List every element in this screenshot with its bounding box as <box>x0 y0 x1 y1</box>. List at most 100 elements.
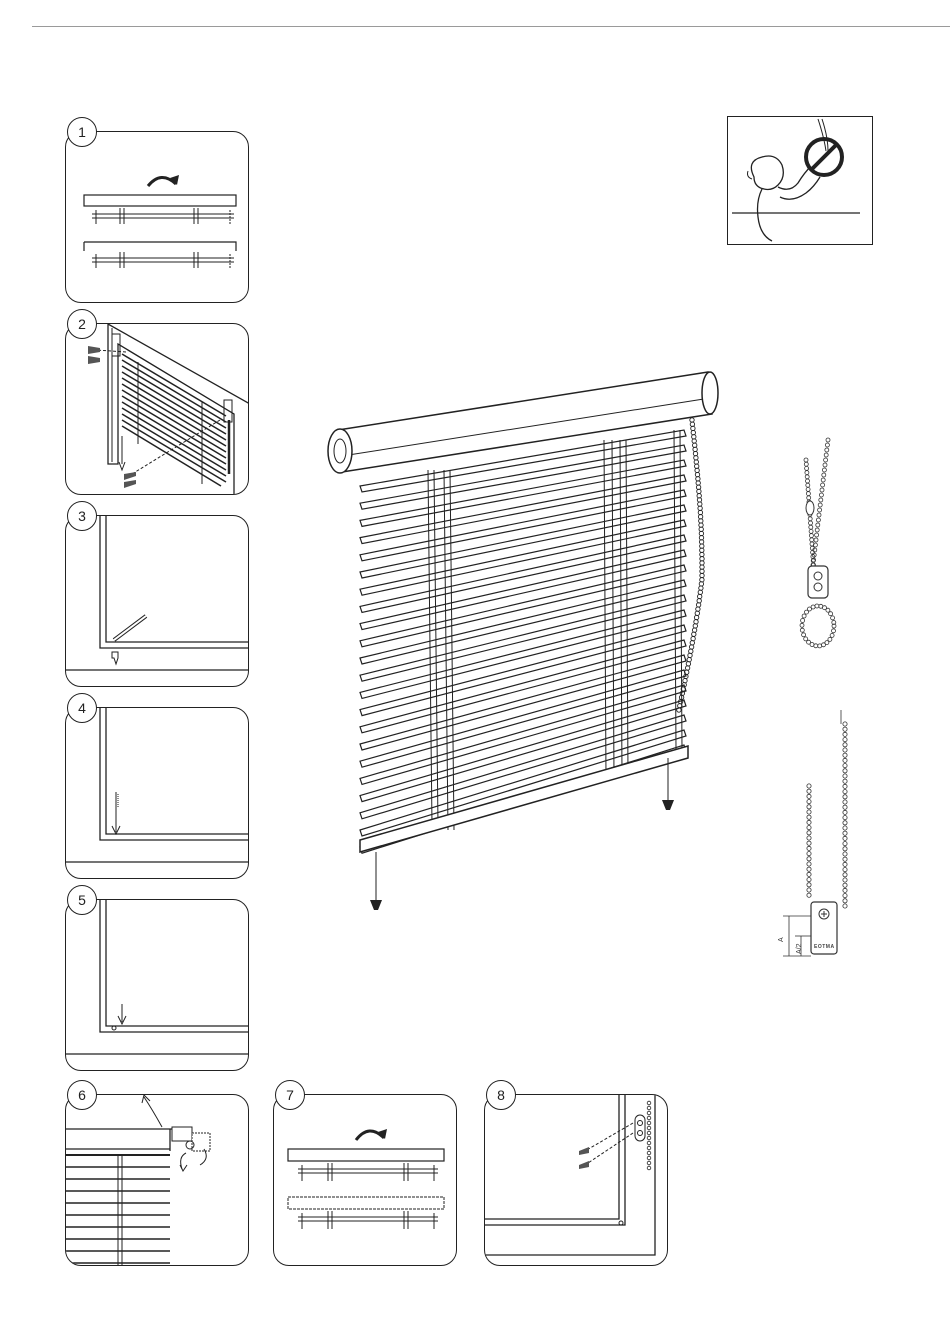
chain-bead <box>699 582 703 586</box>
chain-bead <box>696 481 700 485</box>
chain-bead <box>825 448 829 452</box>
chain-bead <box>832 629 836 633</box>
chain-bead <box>807 789 811 793</box>
chain-bead <box>807 852 811 856</box>
chain-bead <box>693 451 697 455</box>
chain-bead <box>843 826 847 830</box>
chain-bead <box>802 633 806 637</box>
chain-bead <box>807 841 811 845</box>
chain-bead <box>699 519 703 523</box>
chain-bead <box>807 893 811 897</box>
chain-bead <box>843 779 847 783</box>
chain-bead <box>843 784 847 788</box>
chain-bead <box>843 862 847 866</box>
chain-stopper-detail: ЕОТМА A A/2 <box>775 710 875 980</box>
chain-bead <box>814 644 818 648</box>
chain-bead <box>700 544 704 548</box>
chain-bead <box>807 784 811 788</box>
chain-bead <box>807 872 811 876</box>
chain-bead <box>700 548 704 552</box>
chain-bead <box>818 644 822 648</box>
chain-bead <box>695 464 699 468</box>
chain-bead <box>696 485 700 489</box>
chain-bead <box>807 810 811 814</box>
chain-bead <box>830 633 834 637</box>
chain-bead <box>843 743 847 747</box>
chain-bead <box>805 466 809 470</box>
chain-bead <box>819 498 823 502</box>
chain-bead <box>697 498 701 502</box>
top-rule <box>32 26 950 27</box>
chain-bead <box>811 605 815 609</box>
chain-bead <box>696 607 700 611</box>
chain-bead <box>807 857 811 861</box>
chain-bead <box>815 604 819 608</box>
step-number: 2 <box>78 316 86 332</box>
chain-bead <box>800 628 804 632</box>
chain-bead <box>696 603 700 607</box>
step-number: 8 <box>497 1087 505 1103</box>
chain-bead <box>821 483 825 487</box>
chain-bead <box>808 517 812 521</box>
chain-bead <box>823 463 827 467</box>
chain-bead <box>690 422 694 426</box>
chain-bead <box>843 722 847 726</box>
chain-bead <box>816 518 820 522</box>
chain-bead <box>807 831 811 835</box>
chain-bead <box>691 636 695 640</box>
step-number: 6 <box>78 1087 86 1103</box>
chain-bead <box>699 586 703 590</box>
chain-bead <box>806 483 810 487</box>
chain-bead <box>843 888 847 892</box>
chain-bead <box>843 847 847 851</box>
child-safety-warning-icon <box>728 117 874 246</box>
chain-bead <box>815 528 819 532</box>
chain-bead <box>807 800 811 804</box>
chain-bead <box>818 503 822 507</box>
chain-bead <box>807 820 811 824</box>
dimension-a-label: A <box>778 937 785 942</box>
chain-bead <box>814 538 818 542</box>
chain-bead <box>698 502 702 506</box>
chain-bead <box>826 438 830 442</box>
venetian-blind-illustration <box>320 360 730 920</box>
fix-cord-guide-diagram <box>485 1095 668 1266</box>
chain-bead <box>700 569 704 573</box>
chain-bead <box>689 649 693 653</box>
chain-bead <box>694 460 698 464</box>
step-7-badge: 7 <box>275 1080 305 1110</box>
mount-bracket-diagram <box>66 324 249 495</box>
chain-bead <box>807 826 811 830</box>
chain-bead <box>686 662 690 666</box>
chain-bead <box>831 616 835 620</box>
chain-bead <box>683 678 687 682</box>
chain-bead <box>805 475 809 479</box>
chain-bead <box>843 852 847 856</box>
chain-bead <box>843 873 847 877</box>
insert-pin-diagram <box>66 900 249 1071</box>
chain-bead <box>843 868 847 872</box>
chain-bead <box>694 615 698 619</box>
chain-bead <box>809 521 813 525</box>
chain-bead <box>691 430 695 434</box>
chain-bead <box>843 769 847 773</box>
chain-bead <box>800 623 804 627</box>
chain-bead <box>843 790 847 794</box>
chain-bead <box>693 443 697 447</box>
chain-bead <box>693 447 697 451</box>
chain-bead <box>843 748 847 752</box>
chain-bead <box>698 594 702 598</box>
chain-bead <box>807 805 811 809</box>
chain-bead <box>685 666 689 670</box>
chain-bead <box>700 573 704 577</box>
chain-bead <box>700 552 704 556</box>
chain-bead <box>694 456 698 460</box>
chain-bead <box>843 810 847 814</box>
chain-bead <box>698 590 702 594</box>
chain-bead <box>807 496 811 500</box>
chain-bead <box>843 883 847 887</box>
chain-bead <box>802 614 806 618</box>
chain-bead <box>817 513 821 517</box>
step-2-badge: 2 <box>67 309 97 339</box>
chain-bead <box>692 632 696 636</box>
